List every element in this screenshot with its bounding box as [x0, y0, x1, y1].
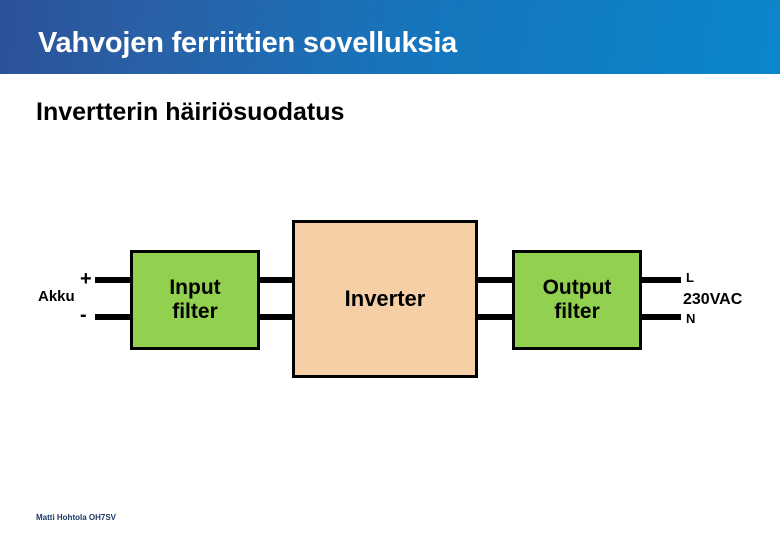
- block-inverter: Inverter: [292, 220, 478, 378]
- page-title: Vahvojen ferriittien sovelluksia: [38, 27, 458, 59]
- wire-output-neutral: [639, 314, 681, 320]
- wire-output-line: [639, 277, 681, 283]
- block-input-filter-label-line2: filter: [172, 300, 218, 323]
- block-input-filter-label-line1: Input: [169, 275, 221, 299]
- header-banner: Vahvojen ferriittien sovelluksia: [0, 0, 780, 74]
- wire-inverter-outputfilter-top: [475, 277, 515, 283]
- wire-battery-negative: [95, 314, 133, 320]
- output-line-terminal-label: L: [686, 270, 694, 285]
- output-neutral-terminal-label: N: [686, 311, 696, 326]
- block-output-filter: Output filter: [512, 250, 642, 350]
- wire-inputfilter-inverter-top: [257, 277, 295, 283]
- battery-source-label: Akku: [38, 288, 75, 305]
- wire-battery-positive: [95, 277, 133, 283]
- wire-inputfilter-inverter-bottom: [257, 314, 295, 320]
- block-inverter-label: Inverter: [344, 286, 426, 312]
- block-input-filter: Input filter: [130, 250, 260, 350]
- wire-inverter-outputfilter-bottom: [475, 314, 515, 320]
- output-voltage-label: 230VAC: [683, 291, 743, 308]
- subtitle-heading: Invertterin häiriösuodatus: [36, 98, 345, 126]
- footer-author: Matti Hohtola OH7SV: [36, 513, 117, 522]
- block-output-filter-label-line1: Output: [542, 275, 612, 299]
- battery-negative-terminal-label: -: [80, 304, 87, 326]
- battery-positive-terminal-label: +: [80, 268, 92, 290]
- block-output-filter-label-line2: filter: [554, 300, 600, 323]
